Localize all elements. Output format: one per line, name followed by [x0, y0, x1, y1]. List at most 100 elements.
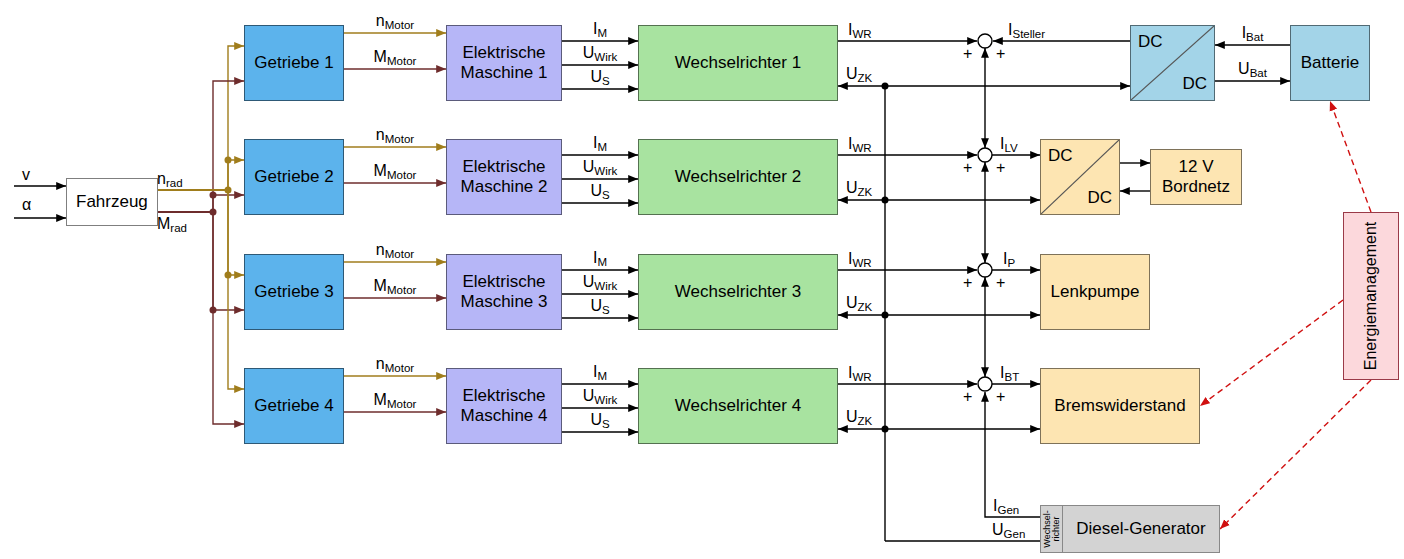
node-label: Batterie: [1297, 53, 1364, 73]
signal-arrow: [562, 40, 638, 41]
node-label: Elektrische Maschine 4: [447, 386, 561, 425]
subscript: WR: [852, 142, 871, 154]
summing-junction: [978, 34, 992, 48]
symbol-main: U: [583, 44, 595, 61]
sum-chain: [984, 277, 985, 377]
signal-arrow: [1215, 80, 1290, 81]
signal-arrow: [158, 81, 244, 212]
subscript: Motor: [385, 248, 414, 260]
node-label: Wechselrichter 1: [671, 53, 805, 73]
edge-label: nMotor: [376, 126, 414, 145]
symbol-main: I: [593, 363, 597, 380]
edge-label: nMotor: [376, 12, 414, 31]
signal-arrow: [158, 195, 244, 212]
node-label: Getriebe 1: [250, 53, 337, 73]
junction-dot: [882, 197, 889, 204]
edge-label: nMotor: [376, 355, 414, 374]
edge-label: IBat: [1242, 24, 1264, 43]
symbol-main: I: [848, 21, 852, 38]
symbol-main: M: [374, 48, 387, 65]
symbol-main: U: [583, 387, 595, 404]
edge-label: IM: [593, 363, 607, 382]
node-label: Fahrzeug: [72, 192, 152, 212]
current-wire: [838, 383, 977, 384]
symbol-main: I: [593, 134, 597, 151]
current-wire: [838, 269, 977, 270]
symbol-main: U: [590, 411, 602, 428]
symbol-main: n: [376, 355, 385, 372]
symbol-main: U: [590, 182, 602, 199]
signal-arrow: [562, 178, 638, 179]
signal-arrow: [158, 190, 244, 389]
process-box: Getriebe 3: [244, 254, 344, 330]
signal-name: UZK: [846, 179, 872, 198]
summing-junction: [978, 148, 992, 162]
signal-arrow: [562, 269, 638, 270]
subscript: Motor: [385, 362, 414, 374]
signal-arrow: [562, 317, 638, 318]
symbol-main: I: [1000, 135, 1004, 152]
process-box: Elektrische Maschine 1: [446, 25, 562, 101]
process-box: Fahrzeug: [66, 178, 158, 226]
signal-arrow: [344, 182, 446, 183]
junction-dot: [882, 426, 889, 433]
edge-label: US: [590, 297, 609, 316]
node-label: Elektrische Maschine 2: [447, 157, 561, 196]
current-wire: [992, 269, 1040, 270]
subscript: Wirk: [594, 280, 617, 292]
voltage-wire: [885, 428, 1040, 429]
inverter-box: Wechsel- richter: [1041, 506, 1063, 552]
voltage-wire: [838, 85, 885, 86]
symbol-main: U: [846, 179, 858, 196]
symbol-main: U: [590, 297, 602, 314]
subscript: S: [602, 189, 610, 201]
current-wire: [838, 40, 977, 41]
node-label: Getriebe 2: [250, 167, 337, 187]
subscript: Motor: [387, 398, 416, 410]
signal-name: IBT: [1000, 364, 1019, 383]
junction-dot: [882, 312, 889, 319]
node-label: Elektrische Maschine 1: [447, 43, 561, 82]
current-wire: [838, 154, 977, 155]
symbol-main: M: [157, 215, 170, 232]
process-box: Batterie: [1290, 25, 1370, 101]
symbol-main: I: [848, 250, 852, 267]
process-box: Bremswiderstand: [1040, 368, 1200, 444]
edge-label: MMotor: [374, 48, 417, 67]
signal-name: IWR: [848, 21, 872, 40]
sum-chain: [984, 162, 985, 263]
symbol-main: n: [376, 126, 385, 143]
symbol-main: M: [374, 162, 387, 179]
signal-arrow: [562, 88, 638, 89]
signal-arrow: [158, 190, 244, 275]
process-box: Getriebe 4: [244, 368, 344, 444]
subscript: Bat: [1246, 31, 1263, 43]
signal-name: IWR: [848, 135, 872, 154]
signal-name: IWR: [848, 250, 872, 269]
subscript: Motor: [387, 169, 416, 181]
process-box: Wechselrichter 4: [638, 368, 838, 444]
symbol-main: I: [1003, 250, 1007, 267]
node-label: Wechselrichter 4: [671, 396, 805, 416]
junction-dot: [882, 83, 889, 90]
node-label: Wechselrichter 3: [671, 282, 805, 302]
symbol-main: I: [848, 364, 852, 381]
subscript: ZK: [858, 72, 873, 84]
symbol-main: I: [1008, 21, 1012, 38]
signal-name: IP: [1003, 250, 1015, 269]
signal-name: α: [22, 196, 31, 214]
edge-label: US: [590, 68, 609, 87]
control-arrow: [1200, 300, 1343, 406]
signal-name: UGen: [992, 521, 1025, 540]
voltage-wire: [838, 428, 885, 429]
symbol-main: U: [583, 158, 595, 175]
signal-arrow: [344, 375, 446, 376]
signal-arrow: [344, 68, 446, 69]
process-box: Wechselrichter 3: [638, 254, 838, 330]
signal-arrow: [1215, 44, 1290, 45]
signal-arrow: [344, 297, 446, 298]
edge-label: IM: [593, 249, 607, 268]
signal-name: nrad: [157, 170, 183, 189]
signal-arrow: [562, 431, 638, 432]
